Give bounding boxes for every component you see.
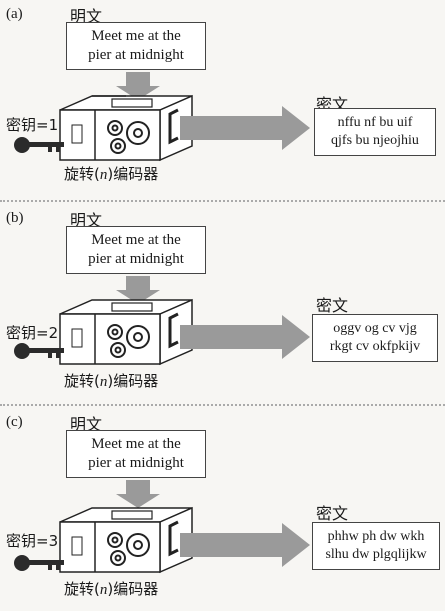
encoder-label: 旋转(n)编码器 (64, 165, 159, 183)
ciphertext-line: nffu nf bu uif (337, 115, 413, 130)
divider (0, 404, 445, 406)
encoder-illustration (14, 276, 310, 366)
key-label: 密钥=3 (6, 532, 59, 550)
keyhole-icon (71, 328, 83, 348)
panel-label: (c) (6, 414, 23, 430)
key-icon (14, 343, 64, 359)
keyhole-icon (71, 124, 83, 144)
ciphertext-line: rkgt cv okfpkijv (329, 339, 421, 354)
output-arrow (180, 523, 310, 567)
ciphertext-line: oggv og cv vjg (333, 321, 417, 336)
plaintext-box: Meet me at the pier at midnight (66, 226, 206, 274)
output-port (168, 520, 179, 557)
encoder-label: 旋转(n)编码器 (64, 580, 159, 598)
plaintext-line: Meet me at the (91, 232, 181, 248)
gear-icon (107, 120, 150, 154)
panel-label: (b) (6, 210, 24, 226)
gear-icon (107, 532, 150, 566)
panel-c: (c) 明文 Meet me at the pier at midnight 密… (0, 408, 445, 611)
ciphertext-box: nffu nf bu uif qjfs bu njeojhiu (314, 108, 436, 156)
ciphertext-label: 密文 (316, 504, 349, 523)
plaintext-line: pier at midnight (88, 47, 184, 63)
output-port (168, 108, 179, 145)
output-port (168, 312, 179, 349)
ciphertext-line: phhw ph dw wkh (327, 529, 425, 544)
ciphertext-line: qjfs bu njeojhiu (331, 133, 419, 148)
input-arrow (116, 276, 160, 304)
panel-b: (b) 明文 Meet me at the pier at midnight 密… (0, 204, 445, 407)
plaintext-label: 明文 (70, 415, 103, 434)
encoder-label: 旋转(n)编码器 (64, 372, 159, 390)
plaintext-line: pier at midnight (88, 251, 184, 267)
plaintext-label: 明文 (70, 211, 103, 230)
ciphertext-line: slhu dw plgqlijkw (325, 547, 427, 562)
ciphertext-label: 密文 (316, 296, 349, 315)
plaintext-label: 明文 (70, 7, 103, 26)
gear-icon (107, 324, 150, 358)
encoder-illustration (14, 72, 310, 162)
output-arrow (180, 315, 310, 359)
key-icon (14, 555, 64, 571)
plaintext-box: Meet me at the pier at midnight (66, 22, 206, 70)
divider (0, 200, 445, 202)
plaintext-box: Meet me at the pier at midnight (66, 430, 206, 478)
plaintext-line: Meet me at the (91, 436, 181, 452)
input-arrow (116, 72, 160, 100)
plaintext-line: pier at midnight (88, 455, 184, 471)
input-slot (111, 302, 153, 312)
key-label: 密钥=2 (6, 324, 59, 342)
input-arrow (116, 480, 160, 508)
panel-label: (a) (6, 6, 23, 22)
ciphertext-box: phhw ph dw wkh slhu dw plgqlijkw (312, 522, 440, 570)
key-icon (14, 137, 64, 153)
panel-a: (a) 明文 Meet me at the pier at midnight 密… (0, 0, 445, 203)
encoder-illustration (14, 480, 310, 574)
key-label: 密钥=1 (6, 116, 59, 134)
keyhole-icon (71, 536, 83, 556)
ciphertext-box: oggv og cv vjg rkgt cv okfpkijv (312, 314, 438, 362)
output-arrow (180, 106, 310, 150)
input-slot (111, 510, 153, 520)
plaintext-line: Meet me at the (91, 28, 181, 44)
encoder-box (59, 94, 193, 162)
input-slot (111, 98, 153, 108)
